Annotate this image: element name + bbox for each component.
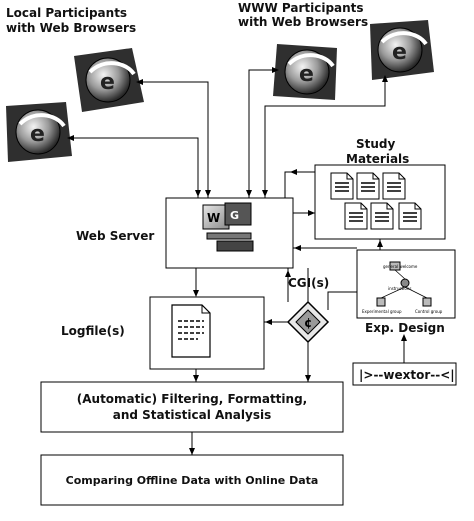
local-participants-label-line1: Local Participants bbox=[6, 6, 127, 20]
document-icon bbox=[171, 304, 211, 358]
www-participants-label-line2: with Web Browsers bbox=[238, 15, 368, 29]
exp-design-node-label: general welcome bbox=[383, 264, 418, 269]
www-participants-label-line1: WWW Participants bbox=[238, 1, 364, 15]
logfiles-label: Logfile(s) bbox=[61, 324, 125, 338]
document-icon bbox=[356, 172, 380, 200]
document-icon bbox=[398, 202, 422, 230]
svg-text:e: e bbox=[299, 62, 314, 87]
exp-design-label: Exp. Design bbox=[365, 321, 445, 335]
svg-text:G: G bbox=[230, 209, 239, 222]
connector-lines bbox=[67, 67, 407, 455]
server-icon: W G bbox=[202, 202, 254, 252]
svg-text:W: W bbox=[207, 211, 220, 225]
document-icon bbox=[382, 172, 406, 200]
svg-text:e: e bbox=[100, 70, 115, 95]
svg-text:e: e bbox=[392, 40, 407, 65]
browser-icon: e bbox=[273, 44, 337, 100]
browser-icon: e bbox=[370, 20, 434, 80]
analysis-label-line1: (Automatic) Filtering, Formatting, bbox=[77, 392, 307, 406]
exp-design-node-label: Control group bbox=[415, 309, 443, 314]
exp-design-node-label: Experimental group bbox=[362, 309, 402, 314]
cgi-label: CGI(s) bbox=[288, 276, 329, 290]
analysis-label-line2: and Statistical Analysis bbox=[113, 408, 272, 422]
svg-text:e: e bbox=[30, 122, 45, 147]
document-icon bbox=[344, 202, 368, 230]
exp-design-node-label: instructions bbox=[388, 286, 411, 291]
study-materials-label-line2: Materials bbox=[346, 152, 409, 166]
exp-design-flowchart: general welcome instructions Experimenta… bbox=[362, 261, 443, 314]
cgi-icon: ¢ bbox=[286, 300, 330, 344]
local-participants-label-line2: with Web Browsers bbox=[6, 21, 136, 35]
document-icon bbox=[330, 172, 354, 200]
analysis-box bbox=[40, 381, 344, 433]
web-server-label: Web Server bbox=[76, 229, 154, 243]
wextor-label: |>--wextor--<| bbox=[359, 368, 455, 382]
study-materials-label-line1: Study bbox=[356, 137, 396, 151]
browser-icon: e bbox=[74, 48, 144, 112]
comparison-box bbox=[40, 454, 344, 506]
comparison-label: Comparing Offline Data with Online Data bbox=[66, 474, 319, 487]
browser-icon: e bbox=[6, 102, 72, 162]
svg-text:¢: ¢ bbox=[304, 316, 312, 330]
document-icon bbox=[370, 202, 394, 230]
